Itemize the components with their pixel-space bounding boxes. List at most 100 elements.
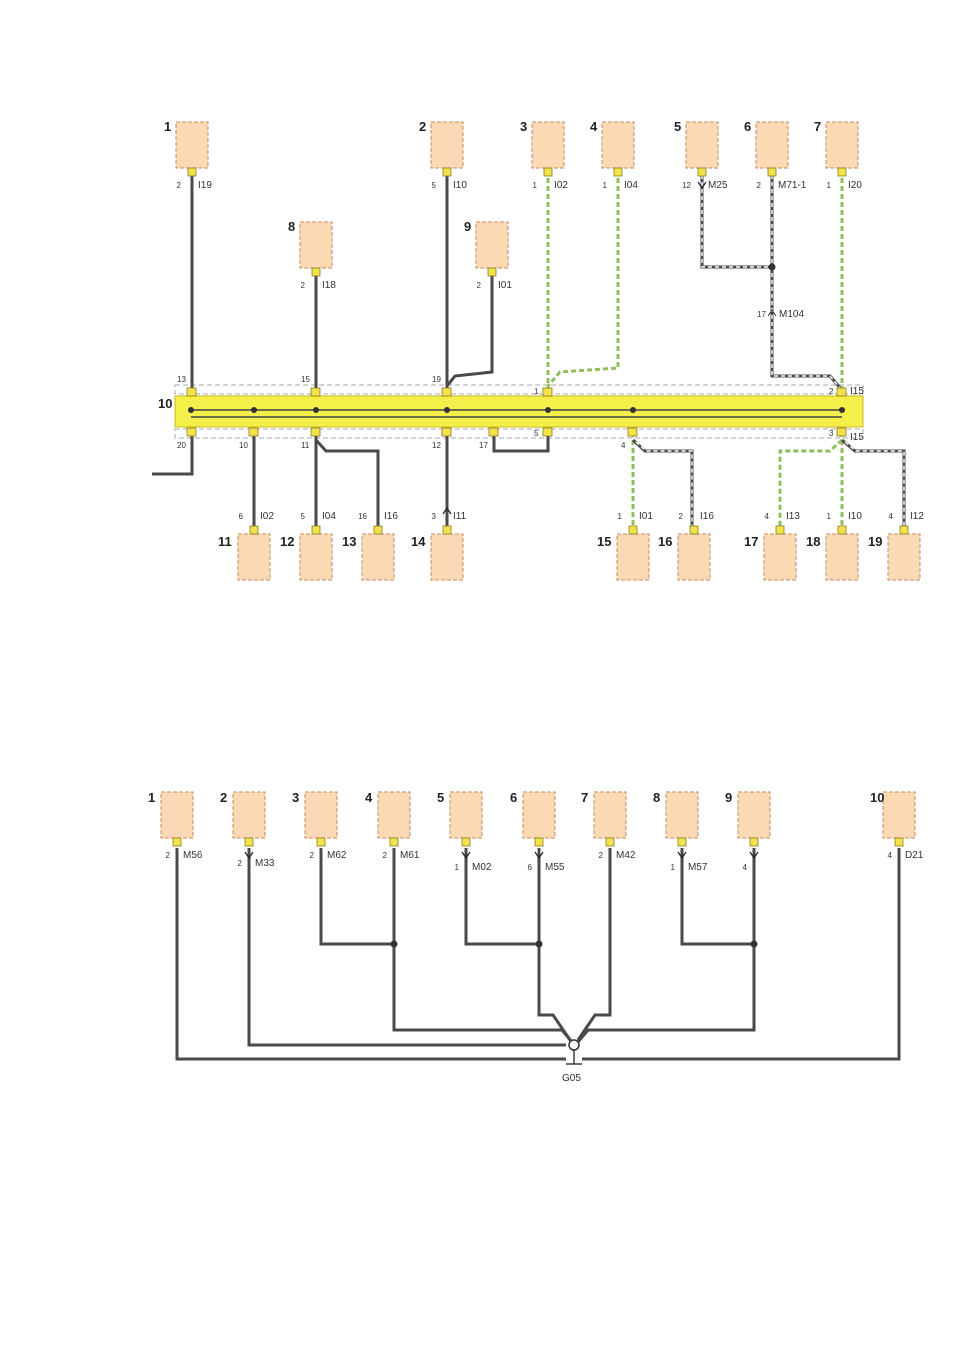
mid-conn-label: M104 (779, 309, 804, 320)
connector-code: I04 (322, 511, 336, 522)
component-number: 2 (220, 790, 227, 805)
component-box (300, 534, 332, 580)
ground-component-9: 94 (725, 790, 770, 872)
pin-number: 4 (888, 851, 893, 860)
component-2: 25I10 (419, 119, 467, 191)
component-box (617, 534, 649, 580)
component-box (883, 792, 915, 838)
component-number: 14 (411, 534, 426, 549)
component-number: 12 (280, 534, 294, 549)
pin-number: 4 (743, 863, 748, 872)
connector-plug (750, 838, 758, 846)
pin-number: 2 (301, 281, 306, 290)
pin-number: 1 (671, 863, 676, 872)
gwire-6 (539, 848, 570, 1040)
connector-code: I18 (322, 280, 336, 291)
connector-plug (188, 168, 196, 176)
component-box (738, 792, 770, 838)
pin-number: 4 (889, 512, 894, 521)
connector-code: D21 (905, 850, 924, 861)
connector-code: M61 (400, 850, 420, 861)
connector-code: M55 (545, 862, 565, 873)
component-box (450, 792, 482, 838)
component-box (305, 792, 337, 838)
gwire-1 (177, 848, 566, 1059)
connector-code: M42 (616, 850, 636, 861)
pin-number: 1 (603, 181, 608, 190)
component-number: 5 (437, 790, 444, 805)
component-number: 11 (218, 534, 232, 549)
pin-number: 1 (533, 181, 538, 190)
connector-plug (678, 838, 686, 846)
splice-label: 10 (158, 396, 172, 411)
gwire-10 (582, 848, 899, 1059)
component-number: 6 (510, 790, 517, 805)
pin-number: 5 (301, 512, 306, 521)
pin-number: 2 (679, 512, 684, 521)
connector-plug (690, 526, 698, 534)
component-16: 162I16 (658, 511, 714, 580)
pin-number: 1 (455, 863, 460, 872)
ground-point-icon (569, 1040, 579, 1050)
component-13: 1316I16 (342, 511, 398, 580)
splice-conn-top: I15 (850, 386, 864, 397)
pin-number: 6 (239, 512, 244, 521)
splice-bar (175, 396, 863, 427)
connector-plug (317, 838, 325, 846)
component-box (532, 122, 564, 168)
connector-code: I16 (384, 511, 398, 522)
junction-5-6 (769, 264, 776, 271)
component-number: 8 (653, 790, 660, 805)
connector-plug (838, 168, 846, 176)
splice-pin-13: 13 (177, 375, 186, 384)
component-number: 13 (342, 534, 356, 549)
pin-number: 1 (827, 181, 832, 190)
connector-code: I04 (624, 180, 638, 191)
connector-code: I01 (639, 511, 653, 522)
component-box (523, 792, 555, 838)
component-number: 2 (419, 119, 426, 134)
pin-number: 2 (166, 851, 171, 860)
connector-code: M56 (183, 850, 203, 861)
component-number: 4 (590, 119, 598, 134)
component-box (431, 122, 463, 168)
connector-plug (173, 838, 181, 846)
gjunction-5-6 (536, 941, 543, 948)
component-number: 15 (597, 534, 611, 549)
component-number: 3 (292, 790, 299, 805)
splice-pin-1: 1 (534, 387, 539, 396)
component-box (666, 792, 698, 838)
pin-number: 2 (238, 859, 243, 868)
splice-pin-17: 17 (479, 441, 488, 450)
pin-number: 2 (310, 851, 315, 860)
connector-plug (250, 526, 258, 534)
component-box (826, 534, 858, 580)
connector-code: M62 (327, 850, 347, 861)
connector-plug (443, 526, 451, 534)
pin-number: 12 (682, 181, 691, 190)
ground-component-3: 3 2 M62 (292, 790, 347, 861)
component-12: 12 5 I04 (280, 511, 336, 580)
component-number: 18 (806, 534, 820, 549)
connector-code: I19 (198, 180, 212, 191)
component-4: 4 1 I04 (590, 119, 638, 191)
connector-plug (312, 268, 320, 276)
connector-code: I02 (554, 180, 568, 191)
ground-label: G05 (562, 1073, 581, 1084)
pin-number: 2 (757, 181, 762, 190)
component-number: 7 (581, 790, 588, 805)
connector-plug (698, 168, 706, 176)
connector-plug (535, 838, 543, 846)
connector-plug (374, 526, 382, 534)
component-9: 92I01 (464, 219, 512, 291)
